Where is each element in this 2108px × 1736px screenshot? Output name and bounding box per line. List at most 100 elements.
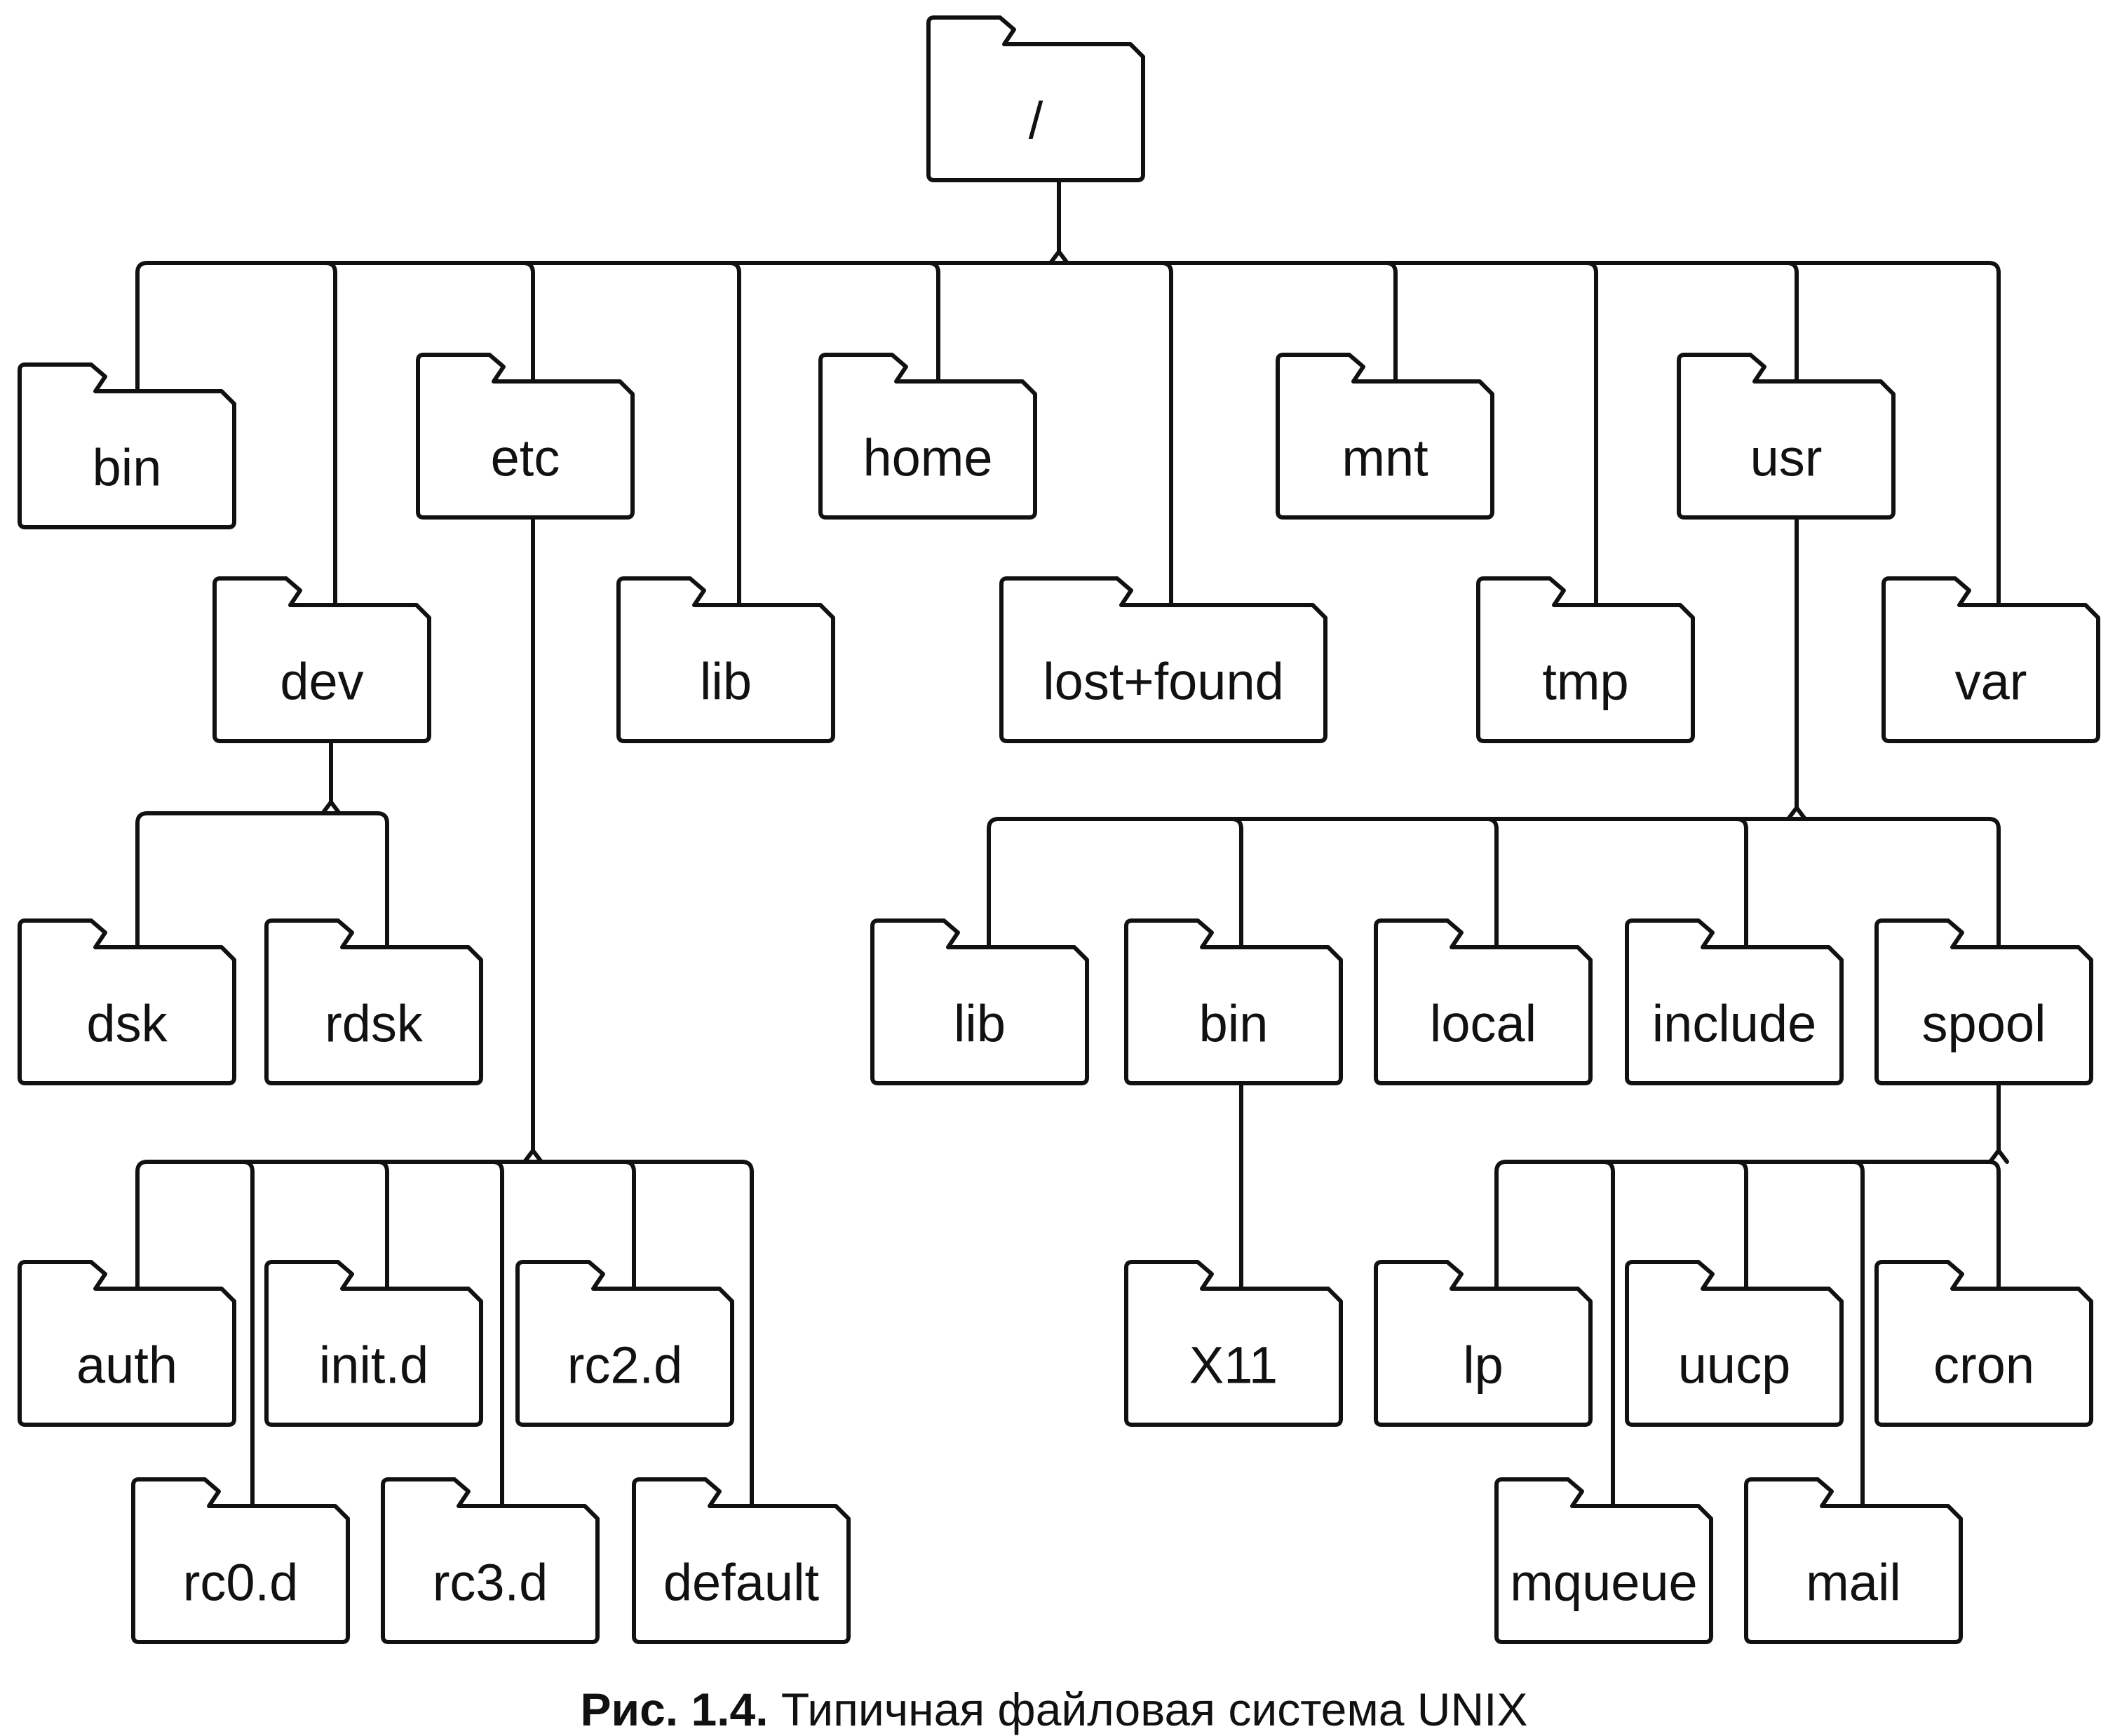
folder-uucp: uucp [1625, 1260, 1844, 1427]
folder-dsk: dsk [18, 918, 236, 1085]
folder-usr: usr [1677, 353, 1896, 520]
connector-etc-rc3-d [490, 1160, 504, 1510]
folder-rc3-d: rc3.d [381, 1477, 600, 1644]
folder-label: rc3.d [433, 1554, 548, 1612]
folder-icon [131, 1477, 350, 1644]
folder-auth: auth [18, 1260, 236, 1427]
folder-default: default [632, 1477, 851, 1644]
folder-mnt: mnt [1276, 353, 1494, 520]
folder-tmp: tmp [1476, 576, 1695, 743]
connector-spool-mqueue [1601, 1160, 1615, 1510]
folder-label: / [1029, 92, 1043, 150]
folder-label: mail [1806, 1554, 1901, 1612]
connector-usr-include [1734, 817, 1748, 951]
connector-root-usr [1785, 261, 1799, 385]
folder-lost-found: lost+found [999, 576, 1327, 743]
folder-icon [1494, 1477, 1713, 1644]
connector-root-etc [521, 261, 535, 385]
connector-root-mnt [1384, 261, 1398, 385]
folder-label: mqueue [1510, 1554, 1697, 1612]
folder-icon [1374, 918, 1593, 1085]
connector-root-tmp [1584, 261, 1598, 609]
folder-icon [1124, 1260, 1343, 1427]
connector-root-dev [323, 261, 337, 609]
connector-etc-rc2-d [622, 1160, 636, 1292]
folder-label: local [1430, 995, 1536, 1053]
connector-root-home [926, 261, 940, 385]
folder-label: lp [1463, 1336, 1504, 1395]
folder-label: etc [491, 429, 560, 487]
folder-icon [1677, 353, 1896, 520]
connector-usr-usr-lib [987, 817, 1001, 951]
folder-rdsk: rdsk [264, 918, 483, 1085]
folder-icon [1374, 1260, 1593, 1427]
folder-icon [416, 353, 635, 520]
folder-icon [1476, 576, 1695, 743]
folder-rc0-d: rc0.d [131, 1477, 350, 1644]
connector-stem-spool [1988, 1081, 2009, 1164]
connector-spool-cron [1987, 1160, 2001, 1292]
folder-cron: cron [1874, 1260, 2093, 1427]
folder-label: rc2.d [567, 1336, 683, 1395]
folder-icon [926, 15, 1145, 182]
connector-dev-dsk [135, 811, 149, 951]
folder-label: lost+found [1043, 653, 1284, 711]
folder-home: home [818, 353, 1037, 520]
folder-usr-lib: lib [870, 918, 1089, 1085]
folder-root: / [926, 15, 1145, 182]
folder-icon [1874, 918, 2093, 1085]
folder-label: mnt [1342, 429, 1428, 487]
folder-label: rc0.d [183, 1554, 299, 1612]
connector-etc-rc0-d [241, 1160, 255, 1510]
folder-nodes: / bin dev etc lib home lost+found mnt tmp usr var d… [18, 15, 2100, 1644]
connector-root-bin [135, 261, 149, 395]
folder-icon [616, 576, 835, 743]
connector-spool-lp [1494, 1160, 1508, 1292]
folder-usr-bin: bin [1124, 918, 1343, 1085]
connector-usr-spool [1987, 817, 2001, 951]
folder-label: dev [280, 653, 363, 711]
connector-root-lib [727, 261, 741, 609]
connector-etc-init-d [375, 1160, 389, 1292]
folder-icon [1625, 1260, 1844, 1427]
folder-label: auth [76, 1336, 177, 1395]
folder-icon [1276, 353, 1494, 520]
folder-icon [18, 362, 236, 529]
folder-label: spool [1922, 995, 2046, 1053]
folder-local: local [1374, 918, 1593, 1085]
folder-label: dsk [86, 995, 168, 1053]
folder-spool: spool [1874, 918, 2093, 1085]
folder-icon [818, 353, 1037, 520]
folder-label: bin [93, 439, 162, 497]
folder-icon [1874, 1260, 2093, 1427]
folder-label: var [1955, 653, 2027, 711]
folder-icon [1124, 918, 1343, 1085]
folder-icon [264, 918, 483, 1085]
connector-root-var [1987, 261, 2001, 609]
folder-label: bin [1199, 995, 1269, 1053]
folder-label: home [863, 429, 992, 487]
folder-icon [632, 1477, 851, 1644]
folder-icon [1881, 576, 2100, 743]
folder-label: rdsk [325, 995, 424, 1053]
connector-root-lost-found [1159, 261, 1173, 609]
folder-label: tmp [1542, 653, 1628, 711]
connector-spool-mail [1851, 1160, 1865, 1510]
folder-label: lib [700, 653, 752, 711]
connector-usr-local [1485, 817, 1499, 951]
folder-icon [264, 1260, 483, 1427]
folder-icon [999, 576, 1327, 743]
folder-label: include [1652, 995, 1817, 1053]
folder-label: uucp [1678, 1336, 1790, 1395]
folder-icon [1625, 918, 1844, 1085]
folder-label: default [663, 1554, 820, 1612]
folder-label: cron [1933, 1336, 2034, 1395]
folder-lib: lib [616, 576, 835, 743]
folder-init-d: init.d [264, 1260, 483, 1427]
folder-label: init.d [319, 1336, 428, 1395]
folder-icon [381, 1477, 600, 1644]
connector-dev-rdsk [375, 811, 389, 951]
connector-etc-auth [135, 1160, 149, 1292]
folder-x11: X11 [1124, 1260, 1343, 1427]
